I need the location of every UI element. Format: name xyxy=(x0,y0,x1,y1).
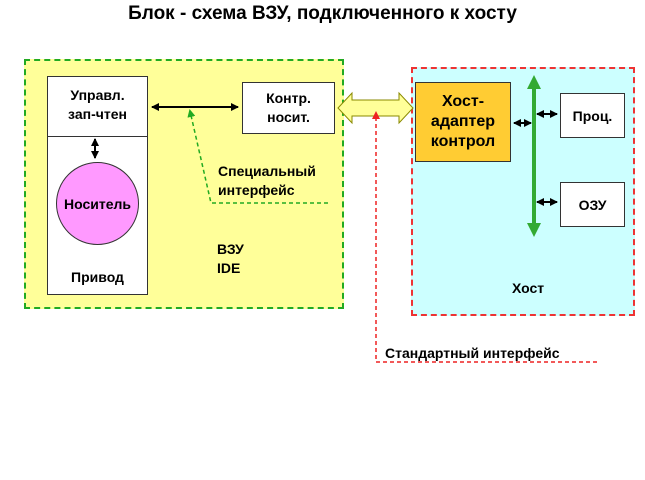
standard-interface-pointer xyxy=(372,111,597,363)
special-interface-pointer xyxy=(187,109,328,204)
special-interface-label: Специальный интерфейс xyxy=(218,163,316,198)
drive-divider xyxy=(48,136,147,137)
media-controller-label: Контр. носит. xyxy=(266,90,311,125)
drive-block: Управл. зап-чтен Носитель Привод xyxy=(47,76,148,295)
host-label: Хост xyxy=(512,280,545,296)
ram-label: ОЗУ xyxy=(578,196,607,213)
ram-box: ОЗУ xyxy=(560,182,625,227)
drive-label: Привод xyxy=(71,269,124,285)
standard-interface-label: Стандартный интерфейс xyxy=(385,345,560,361)
read-write-control-label: Управл. зап-чтен xyxy=(68,87,127,122)
diagram-title: Блок - схема ВЗУ, подключенного к хосту xyxy=(128,3,517,24)
cpu-label: Проц. xyxy=(572,107,613,124)
host-adapter-box: Хост- адаптер контрол xyxy=(415,82,511,162)
media-circle: Носитель xyxy=(56,162,139,245)
interface-double-arrow xyxy=(337,91,414,125)
media-controller-box: Контр. носит. xyxy=(242,82,335,134)
media-label: Носитель xyxy=(63,195,131,212)
cpu-box: Проц. xyxy=(560,93,625,138)
host-adapter-label: Хост- адаптер контрол xyxy=(430,93,496,150)
vzu-ide-label: ВЗУ IDE xyxy=(217,241,244,276)
